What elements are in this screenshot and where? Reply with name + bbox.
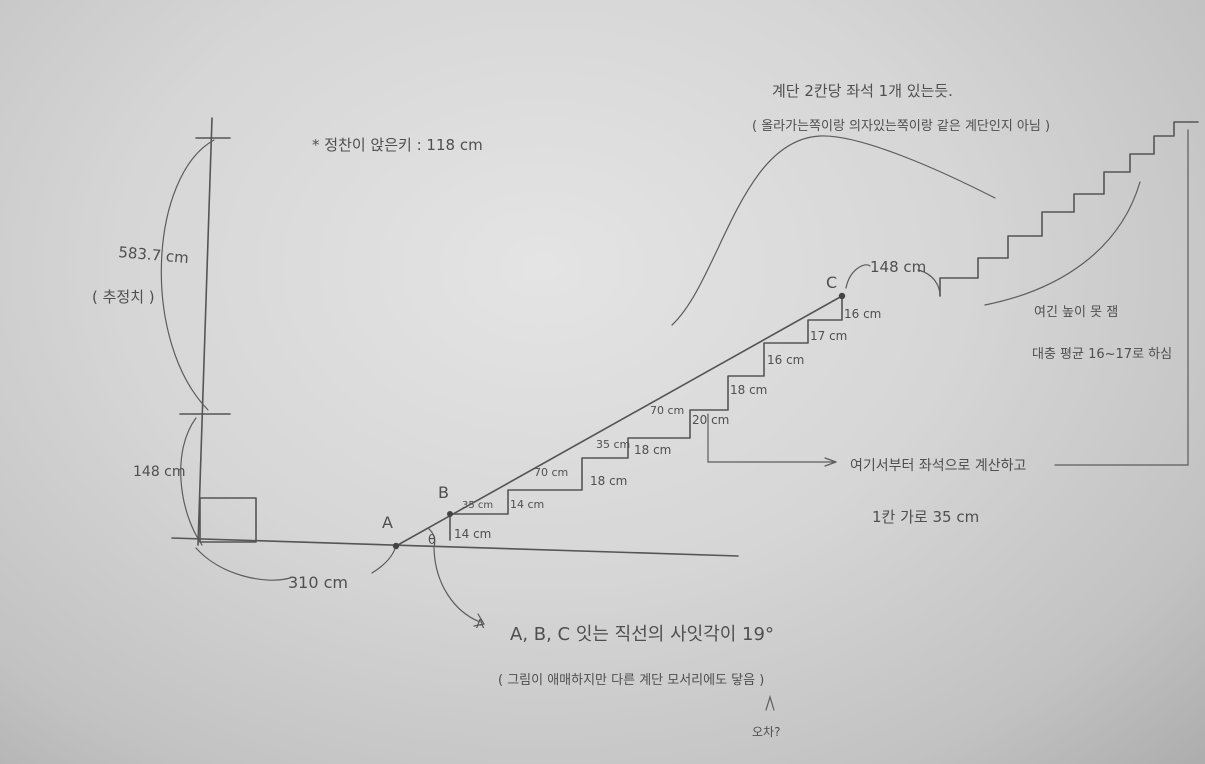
right-bracket (1054, 129, 1189, 466)
landing-arc (845, 264, 941, 297)
run-label-1: 35 cm (462, 500, 493, 511)
upper-staircase (939, 121, 1199, 297)
run-label-2: 70 cm (534, 466, 568, 479)
rise-label-5: 20 cm (692, 413, 729, 427)
run-label-3: 35 cm (596, 438, 630, 451)
step-width-note: 1칸 가로 35 cm (872, 508, 979, 526)
right-note-line2: 대충 평균 16~17로 하심 (1032, 347, 1172, 362)
rise-label-9: 16 cm (844, 307, 881, 321)
angle-note-line2: ( 그림이 애매하지만 다른 계단 모서리에도 닿음 ) (498, 673, 764, 688)
angle-pointer (433, 547, 481, 623)
rise-label-3: 18 cm (590, 474, 627, 488)
ground-label: 310 cm (288, 573, 348, 592)
point-c-label: C (826, 273, 837, 292)
bracket-note: 여기서부터 좌석으로 계산하고 (850, 458, 1026, 474)
height-arc-lower (180, 417, 203, 546)
ground-line (171, 537, 739, 557)
point-c (838, 292, 846, 300)
rise-label-6: 18 cm (730, 383, 767, 397)
angle-note-marker: A (476, 617, 485, 631)
vertical-height-line (179, 117, 231, 546)
hump-arc (671, 135, 996, 326)
right-note-line1: 여긴 높이 못 잼 (1034, 305, 1118, 320)
title-note: * 정찬이 앉은키 : 118 cm (312, 136, 483, 154)
point-a-label: A (382, 513, 393, 532)
height-note: ( 추정치 ) (92, 288, 155, 306)
point-b (447, 511, 453, 517)
lower-height-label: 148 cm (133, 464, 186, 480)
rise-label-1: 14 cm (454, 527, 491, 541)
point-b-label: B (438, 483, 449, 502)
slope-line (395, 295, 843, 547)
rise-label-2: 14 cm (510, 498, 544, 511)
rise-label-8: 17 cm (810, 329, 847, 343)
angle-theta: θ (428, 533, 436, 548)
left-bracket (707, 413, 836, 463)
top-note-line1: 계단 2칸당 좌석 1개 있는듯. (772, 82, 953, 100)
seated-box (199, 497, 257, 543)
run-label-4: 70 cm (650, 404, 684, 417)
rise-label-4: 18 cm (634, 443, 671, 457)
ground-arc (195, 547, 291, 581)
rise-label-7: 16 cm (767, 353, 804, 367)
height-label: 583.7 cm (118, 243, 190, 267)
top-note-line2: ( 올라가는쪽이랑 의자있는쪽이랑 같은 계단인지 아님 ) (752, 119, 1050, 134)
angle-arc (427, 527, 436, 548)
height-arc-upper (160, 139, 215, 411)
ground-arc-right (371, 545, 397, 574)
point-a (392, 542, 400, 550)
angle-note-line3: 오차? (752, 725, 780, 739)
landing-label: 148 cm (870, 258, 926, 276)
right-curve (984, 181, 1141, 306)
staircase (449, 295, 843, 541)
angle-note-line1: A, B, C 잇는 직선의 사잇각이 19° (510, 624, 774, 645)
